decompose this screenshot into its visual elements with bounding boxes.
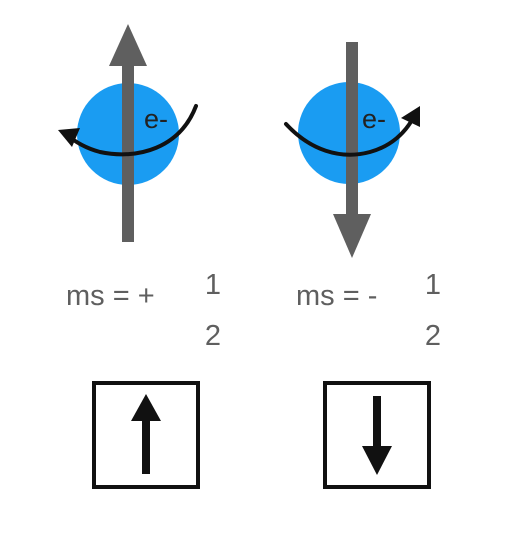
fraction-numerator: 1 <box>205 269 221 301</box>
spin-axis-down <box>346 42 358 222</box>
arrow-down-icon <box>362 396 392 475</box>
spin-up-electron: e- <box>58 24 198 242</box>
ms-label: ms = - <box>296 280 377 312</box>
spin-axis-up <box>122 60 134 242</box>
spin-down-electron: e- <box>284 42 420 258</box>
fraction-numerator: 1 <box>425 269 441 301</box>
rotation-arrow-right-icon <box>284 118 414 157</box>
orbital-box <box>323 381 431 489</box>
arrow-up-icon <box>131 394 161 474</box>
spin-axis-arrowhead-up-icon <box>109 24 147 66</box>
fraction-denominator: 2 <box>205 320 221 352</box>
rotation-arrowhead-left-icon <box>58 128 80 147</box>
spin-down-orbital-box <box>323 381 431 489</box>
rotation-arrowhead-right-icon <box>401 106 420 127</box>
electron-label: e- <box>144 104 168 134</box>
rotation-arrow-left-icon <box>64 104 198 157</box>
fraction-denominator: 2 <box>425 320 441 352</box>
spin-up-orbital-box <box>92 381 200 489</box>
spin-axis-arrowhead-down-icon <box>333 214 371 258</box>
spin-down-quantum-number: ms = - 1 2 <box>296 269 441 352</box>
ms-label: ms = + <box>66 280 155 312</box>
spin-up-quantum-number: ms = + 1 2 <box>66 269 221 352</box>
electron-label: e- <box>362 104 386 134</box>
orbital-box <box>92 381 200 489</box>
